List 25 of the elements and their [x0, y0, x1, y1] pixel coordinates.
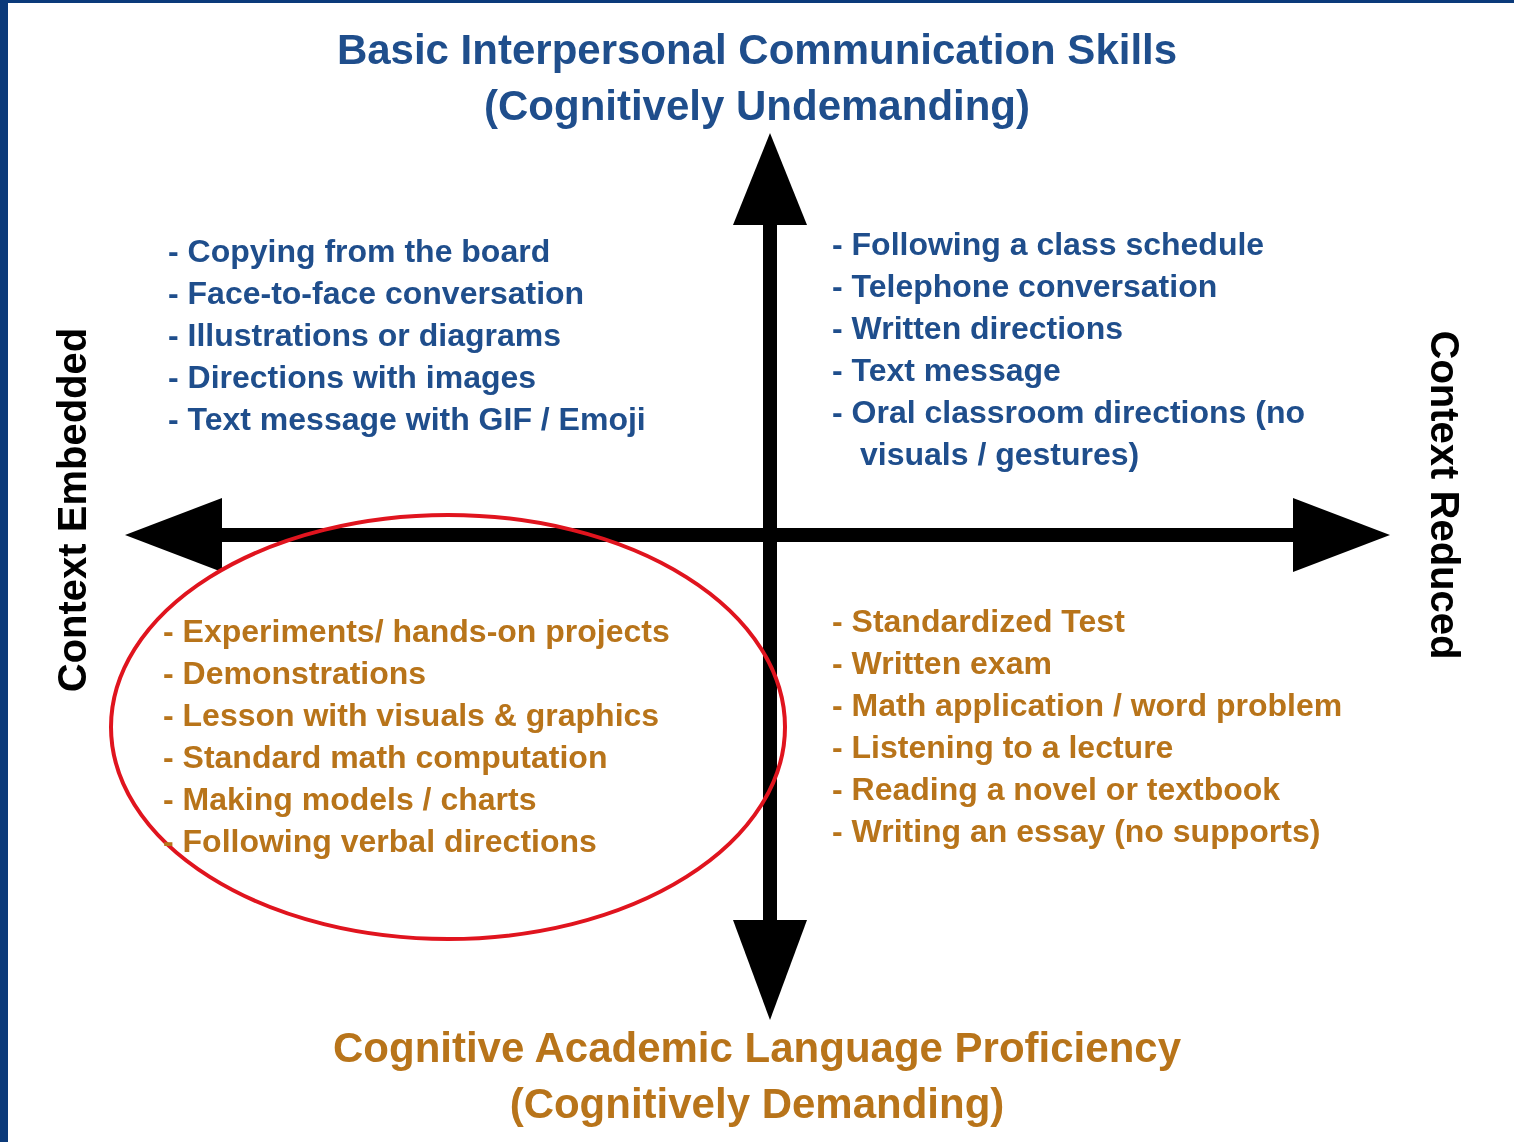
- list-item: - Written directions: [832, 309, 1123, 347]
- list-item: - Lesson with visuals & graphics: [163, 696, 660, 734]
- list-item: - Standardized Test: [832, 602, 1125, 640]
- heading: Cognitive Academic Language Proficiency (Cognitively Demanding): [332, 1023, 1182, 1129]
- axis-label: Context Embedded: [53, 327, 91, 693]
- list-item: - Text message with GIF / Emoji: [168, 400, 646, 438]
- list-item: - Text message: [832, 351, 1061, 389]
- heading: Basic Interpersonal Communication Skills (Cognitively Undemanding): [335, 25, 1179, 131]
- list-item: - Following a class schedule: [832, 225, 1265, 263]
- list-item: - Making models / charts: [163, 780, 537, 818]
- list-item: - Writing an essay (no supports): [832, 812, 1321, 850]
- list-item: - Reading a novel or textbook: [832, 770, 1281, 808]
- list-item: - Telephone conversation: [832, 267, 1218, 305]
- axis-label: Context Reduced: [1426, 330, 1464, 660]
- list-item: - Face-to-face conversation: [168, 274, 585, 312]
- list-item: - Listening to a lecture: [832, 728, 1174, 766]
- list-item: - Written exam: [832, 644, 1052, 682]
- list-item: - Experiments/ hands-on projects: [163, 612, 670, 650]
- list-item: - Demonstrations: [163, 654, 427, 692]
- list-item: - Standard math computation: [163, 738, 608, 776]
- list-item: - Illustrations or diagrams: [168, 316, 561, 354]
- list-item: - Directions with images: [168, 358, 537, 396]
- list-item: - Math application / word problem: [832, 686, 1343, 724]
- list-item: - Oral classroom directions (no visuals / gestures): [832, 393, 1306, 474]
- list-item: - Copying from the board: [168, 232, 551, 270]
